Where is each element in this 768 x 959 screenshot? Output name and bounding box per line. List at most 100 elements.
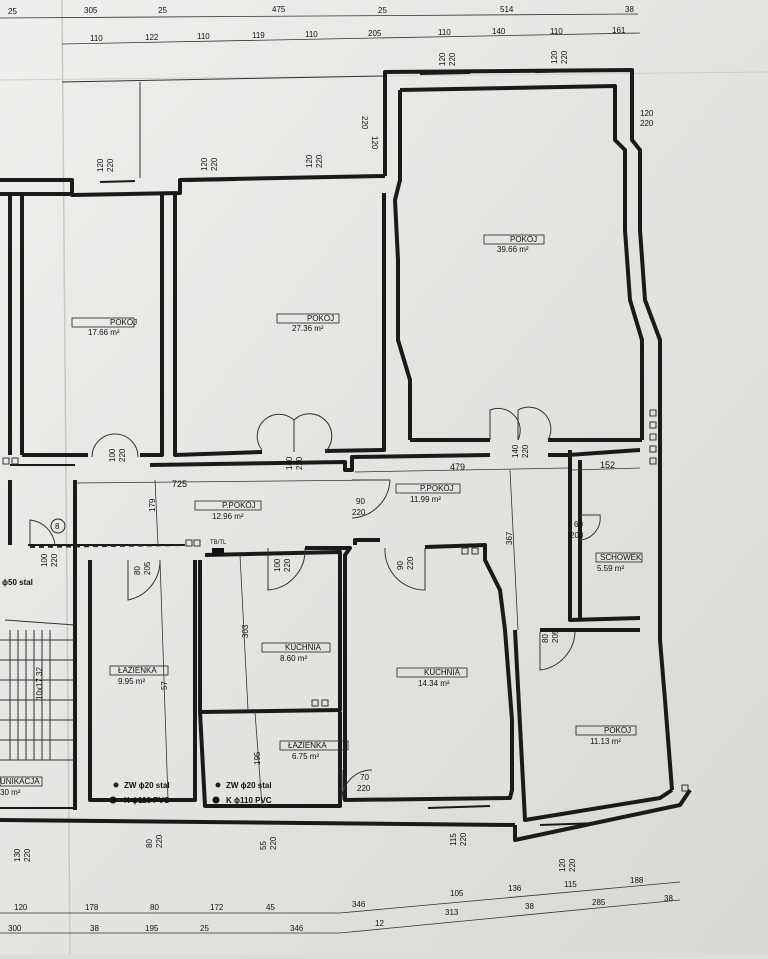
- room-label-ppokoj-12: P.POKÓJ 12.96 m²: [194, 500, 262, 521]
- dim-text: 12: [375, 919, 384, 928]
- room-label-kuchnia-14: KUCHNIA 14.34 m²: [396, 667, 468, 688]
- room-area: 9.95 m²: [118, 677, 145, 686]
- dim-text: 119: [252, 31, 265, 40]
- dim-text: 38: [525, 902, 534, 911]
- window-label: 220: [155, 834, 164, 848]
- dim-text: 105: [450, 889, 464, 898]
- dim-text: 25: [200, 924, 209, 933]
- dim-text: 38: [90, 924, 99, 933]
- room-area: 11.13 m²: [590, 737, 621, 746]
- k-label: K ϕ110 PVC: [226, 796, 272, 805]
- window-label: 220: [560, 50, 569, 64]
- misc-labels: 10x17 32 ϕ50 stal 8 TB/TL ZW ϕ20 stal K …: [2, 518, 272, 805]
- dim-text: 479: [450, 462, 465, 472]
- dim-text: 195: [145, 924, 159, 933]
- window-label: 220: [640, 119, 654, 128]
- zw-dot-icon: [113, 782, 119, 788]
- zw-label: ZW ϕ20 stal: [226, 781, 272, 790]
- opening-labels: 120 220 120 220 120 220 120 220 120 220 …: [13, 50, 654, 872]
- dim-text: 305: [84, 6, 98, 15]
- zw-dot-icon: [215, 782, 221, 788]
- door-label: 100: [273, 558, 282, 572]
- dim-text: 475: [272, 5, 286, 14]
- room-label-lazienka-6: ŁAZIENKA 6.75 m²: [279, 740, 349, 761]
- outlet-markers: [2, 409, 689, 792]
- dim-text: 122: [145, 33, 159, 42]
- room-label-pokoj-39: POKÓJ 39.66 m²: [483, 234, 545, 254]
- door-label: 220: [521, 444, 530, 458]
- dim-text: 313: [445, 908, 459, 917]
- door-label: 140: [285, 456, 294, 470]
- pipe-label: ϕ50 stal: [2, 578, 33, 587]
- window-label: 115: [449, 833, 458, 846]
- zw-label: ZW ϕ20 stal: [124, 781, 170, 790]
- window-label: 120: [96, 158, 105, 172]
- dim-text: 25: [8, 7, 17, 16]
- dim-text: 110: [438, 28, 451, 37]
- door-label: 100: [108, 448, 117, 462]
- room-area: 17.66 m²: [88, 328, 120, 337]
- stairs-label: 10x17 32: [35, 667, 44, 700]
- k-dot-icon: [212, 796, 220, 804]
- marker-label: 8: [55, 522, 60, 531]
- room-label-pokoj-27: POKÓJ 27.36 m²: [276, 313, 340, 333]
- room-name: POKÓJ: [110, 318, 137, 327]
- window-label: 220: [269, 836, 278, 850]
- window-label: 80: [145, 839, 154, 848]
- window-label: 120: [558, 858, 567, 872]
- door-label: 70: [360, 773, 369, 782]
- door-label: 100: [40, 553, 49, 567]
- window-label: 130: [13, 848, 22, 862]
- dim-text: 172: [210, 903, 224, 912]
- window-label: 220: [459, 832, 468, 846]
- bottom-dimension-row-1: 120 178 80 172 45 346 105 136 115 188: [0, 876, 681, 914]
- room-label-schowek: SCHOWEK 5.59 m²: [595, 552, 643, 573]
- interior-dimension-labels: 725 479 152 179 303 195 367 57: [148, 460, 615, 765]
- dim-text: 514: [500, 5, 514, 14]
- room-label-kuchnia-8: KUCHNIA 8.60 m²: [261, 642, 331, 663]
- dim-text: 205: [368, 29, 382, 38]
- window-label: 120: [438, 52, 447, 66]
- dim-text: 725: [172, 479, 187, 489]
- dim-text: 188: [630, 876, 644, 885]
- door-label: 205: [143, 561, 152, 575]
- door-label: 220: [283, 558, 292, 572]
- dim-text: 179: [148, 498, 157, 512]
- dim-text: 367: [505, 531, 514, 545]
- top-dimension-row-2: 110 122 110 119 110 205 110 140 110 161: [61, 26, 641, 45]
- dim-text: 120: [14, 903, 28, 912]
- room-name: POKÓJ: [604, 726, 631, 735]
- window-label: 55: [259, 841, 268, 850]
- room-name: SCHOWEK: [600, 553, 642, 562]
- dim-text: 152: [600, 460, 615, 470]
- marker-circle: [50, 518, 66, 534]
- dim-text: 285: [592, 898, 606, 907]
- dim-text: 115: [564, 880, 577, 889]
- dim-text: 178: [85, 903, 99, 912]
- walls: [0, 68, 692, 842]
- room-name: P.POKÓJ: [420, 484, 454, 493]
- door-label: 200: [570, 531, 584, 540]
- dim-text: 25: [378, 6, 387, 15]
- dim-text: 300: [8, 924, 22, 933]
- room-area: 30 m²: [0, 788, 21, 797]
- k-label: K ϕ110 PVC: [124, 796, 170, 805]
- dim-text: 195: [253, 751, 262, 765]
- dim-text: 346: [352, 900, 366, 909]
- room-name: KUCHNIA: [285, 643, 322, 652]
- window-label: 220: [106, 158, 115, 172]
- door-label: 90: [396, 561, 405, 570]
- window-label: 220: [23, 848, 32, 862]
- dim-text: 57: [160, 681, 169, 690]
- k-dot-icon: [109, 796, 117, 804]
- dim-text: 110: [90, 34, 103, 43]
- door-label: 205: [551, 629, 560, 643]
- window-label: 220: [315, 154, 324, 168]
- room-name: KUCHNIA: [424, 668, 461, 677]
- room-label-ppokoj-11: P.POKÓJ 11.99 m²: [395, 483, 461, 504]
- top-dimension-row-1: 25 305 25 475 25 514 38: [0, 5, 639, 19]
- door-label: 60: [574, 520, 583, 529]
- dim-text: 110: [197, 32, 210, 41]
